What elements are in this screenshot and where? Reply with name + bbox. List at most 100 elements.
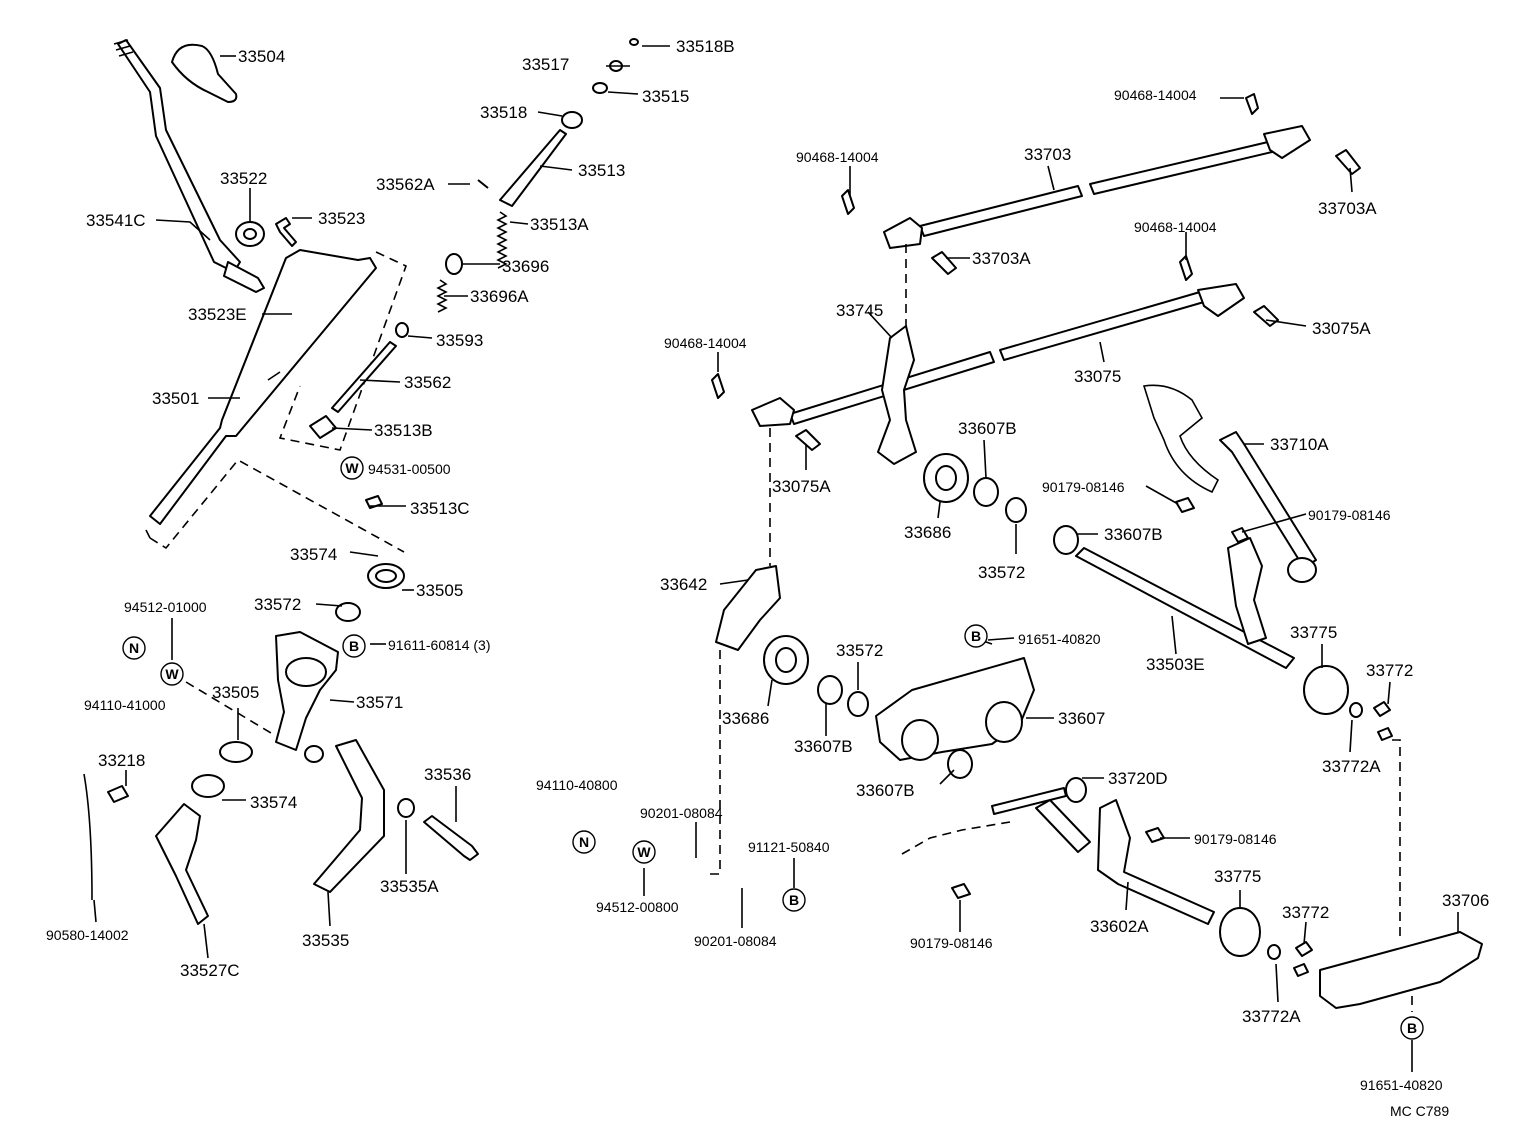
label-33574: 33574 xyxy=(250,793,297,812)
bolt-symbol: B xyxy=(782,888,806,912)
label-33513B: 33513B xyxy=(374,421,433,440)
bush-33513B xyxy=(309,415,337,439)
svg-text:W: W xyxy=(165,666,179,682)
label-90468-14004: 90468-14004 xyxy=(664,335,747,351)
svg-text:N: N xyxy=(579,834,589,850)
label-33703A: 33703A xyxy=(1318,199,1377,218)
bolt-33536 xyxy=(423,815,479,861)
label-94110-40800: 94110-40800 xyxy=(536,777,618,793)
label-33775: 33775 xyxy=(1214,867,1261,886)
label-33075A: 33075A xyxy=(772,477,831,496)
spring-33696A xyxy=(436,279,448,313)
rod-33710A xyxy=(1219,431,1317,569)
control-rods-group xyxy=(711,93,1361,566)
label-33513C: 33513C xyxy=(410,499,470,518)
label-91121-50840: 91121-50840 xyxy=(748,839,830,855)
label-91651-40820: 91651-40820 xyxy=(1018,631,1101,647)
select-lever-group xyxy=(83,563,479,925)
label-90201-08084: 90201-08084 xyxy=(694,933,777,949)
label-33501: 33501 xyxy=(152,389,199,408)
washer-symbol: W xyxy=(340,456,364,480)
label-33710A: 33710A xyxy=(1270,435,1329,454)
label-90468-14004: 90468-14004 xyxy=(1134,219,1217,235)
rod-end-33703 xyxy=(883,217,923,249)
pin-33562 xyxy=(331,341,397,413)
label-90468-14004: 90468-14004 xyxy=(1114,87,1197,103)
label-33505: 33505 xyxy=(212,683,259,702)
nut-symbol: N xyxy=(122,636,146,660)
label-33571: 33571 xyxy=(356,693,403,712)
label-33505: 33505 xyxy=(416,581,463,600)
label-33642: 33642 xyxy=(660,575,707,594)
rod-33703 xyxy=(919,185,1083,237)
label-33535A: 33535A xyxy=(380,877,439,896)
svg-text:B: B xyxy=(971,628,981,644)
label-33703A: 33703A xyxy=(972,249,1031,268)
label-33523: 33523 xyxy=(318,209,365,228)
label-90179-08146: 90179-08146 xyxy=(1194,831,1277,847)
svg-text:B: B xyxy=(789,892,799,908)
label-33518B: 33518B xyxy=(676,37,735,56)
label-33075: 33075 xyxy=(1074,367,1121,386)
rod-33720D xyxy=(991,787,1067,815)
part-labels: 33504 33522 33523 33541C 33523E 33501 33… xyxy=(46,37,1489,1119)
bolt-33218 xyxy=(107,785,129,803)
label-33772: 33772 xyxy=(1282,903,1329,922)
label-33703: 33703 xyxy=(1024,145,1071,164)
label-33775: 33775 xyxy=(1290,623,1337,642)
label-33513A: 33513A xyxy=(530,215,589,234)
cross-shaft-group xyxy=(706,384,1483,1012)
label-90179-08146: 90179-08146 xyxy=(1042,479,1125,495)
label-33607B: 33607B xyxy=(794,737,853,756)
label-90201-08084: 90201-08084 xyxy=(640,805,723,821)
bolt-33523 xyxy=(275,217,297,247)
label-94110-41000: 94110-41000 xyxy=(84,697,166,713)
label-33503E: 33503E xyxy=(1146,655,1205,674)
label-33527C: 33527C xyxy=(180,961,240,980)
washer-symbol: W xyxy=(160,662,184,686)
bolt-symbol: B xyxy=(342,634,366,658)
bracket-33706 xyxy=(1319,931,1483,1009)
label-33522: 33522 xyxy=(220,169,267,188)
shift-knob xyxy=(171,43,238,103)
lever-33535 xyxy=(313,739,385,893)
label-33513: 33513 xyxy=(578,161,625,180)
label-33572: 33572 xyxy=(978,563,1025,582)
label-33772A: 33772A xyxy=(1242,1007,1301,1026)
label-33696A: 33696A xyxy=(470,287,529,306)
housing-33571 xyxy=(275,631,339,751)
leader-lines xyxy=(93,45,1459,1072)
svg-text:W: W xyxy=(345,460,359,476)
nut-symbol: N xyxy=(572,830,596,854)
label-94531-00500: 94531-00500 xyxy=(368,461,451,477)
link-33745 xyxy=(877,325,917,465)
label-33607B: 33607B xyxy=(958,419,1017,438)
label-90580-14002: 90580-14002 xyxy=(46,927,129,943)
label-33607B: 33607B xyxy=(1104,525,1163,544)
label-33706: 33706 xyxy=(1442,891,1489,910)
label-33593: 33593 xyxy=(436,331,483,350)
label-33572: 33572 xyxy=(254,595,301,614)
bolt-symbol: B xyxy=(1400,1016,1424,1040)
label-33772A: 33772A xyxy=(1322,757,1381,776)
label-33720D: 33720D xyxy=(1108,769,1168,788)
label-33504: 33504 xyxy=(238,47,285,66)
shift-lever-group xyxy=(113,39,407,553)
label-33535: 33535 xyxy=(302,931,349,950)
label-94512-00800: 94512-00800 xyxy=(596,899,679,915)
svg-text:B: B xyxy=(349,638,359,654)
label-33536: 33536 xyxy=(424,765,471,784)
shift-shaft xyxy=(149,249,377,525)
label-90179-08146: 90179-08146 xyxy=(1308,507,1391,523)
shift-rod-group xyxy=(309,38,639,509)
label-33075A: 33075A xyxy=(1312,319,1371,338)
spring-33513A xyxy=(496,211,508,269)
label-33541C: 33541C xyxy=(86,211,146,230)
bracket-33527C xyxy=(155,803,209,925)
label-90179-08146: 90179-08146 xyxy=(910,935,993,951)
lever-33642 xyxy=(715,565,781,651)
label-33745: 33745 xyxy=(836,301,883,320)
label-33602A: 33602A xyxy=(1090,917,1149,936)
diagram-code: MC C789 xyxy=(1390,1103,1449,1119)
